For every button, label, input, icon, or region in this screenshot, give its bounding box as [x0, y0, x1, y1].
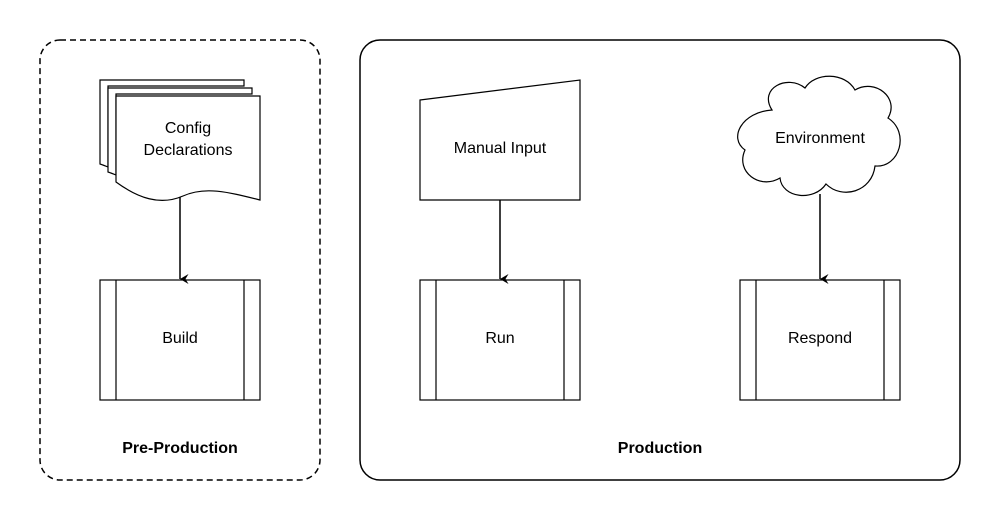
production-label: Production	[618, 440, 702, 457]
config-declarations-node[interactable]: Config Declarations	[99, 79, 261, 201]
pre-production-frame	[39, 39, 321, 481]
document-stack-front	[115, 95, 261, 201]
config-declarations-label-line1: Config	[165, 120, 211, 137]
run-label: Run	[485, 330, 514, 347]
run-node[interactable]: Run	[419, 279, 581, 401]
production-frame	[359, 39, 961, 481]
manual-input-node[interactable]: Manual Input	[419, 79, 581, 201]
manual-input-shape	[419, 79, 581, 201]
manual-input-label: Manual Input	[454, 140, 547, 157]
config-declarations-label-line2: Declarations	[144, 142, 233, 159]
respond-box	[739, 279, 901, 401]
document-stack-middle	[107, 87, 253, 176]
build-node[interactable]: Build	[99, 279, 261, 401]
respond-label: Respond	[788, 330, 852, 347]
production-group: Production	[359, 39, 961, 481]
environment-node[interactable]: Environment	[737, 75, 901, 197]
document-stack-back	[99, 79, 245, 168]
build-box	[99, 279, 261, 401]
pre-production-group: Pre-Production	[39, 39, 321, 481]
build-label: Build	[162, 330, 198, 347]
run-box	[419, 279, 581, 401]
environment-label: Environment	[775, 130, 865, 147]
respond-node[interactable]: Respond	[739, 279, 901, 401]
pre-production-label: Pre-Production	[122, 440, 238, 457]
cloud-icon	[737, 75, 901, 197]
